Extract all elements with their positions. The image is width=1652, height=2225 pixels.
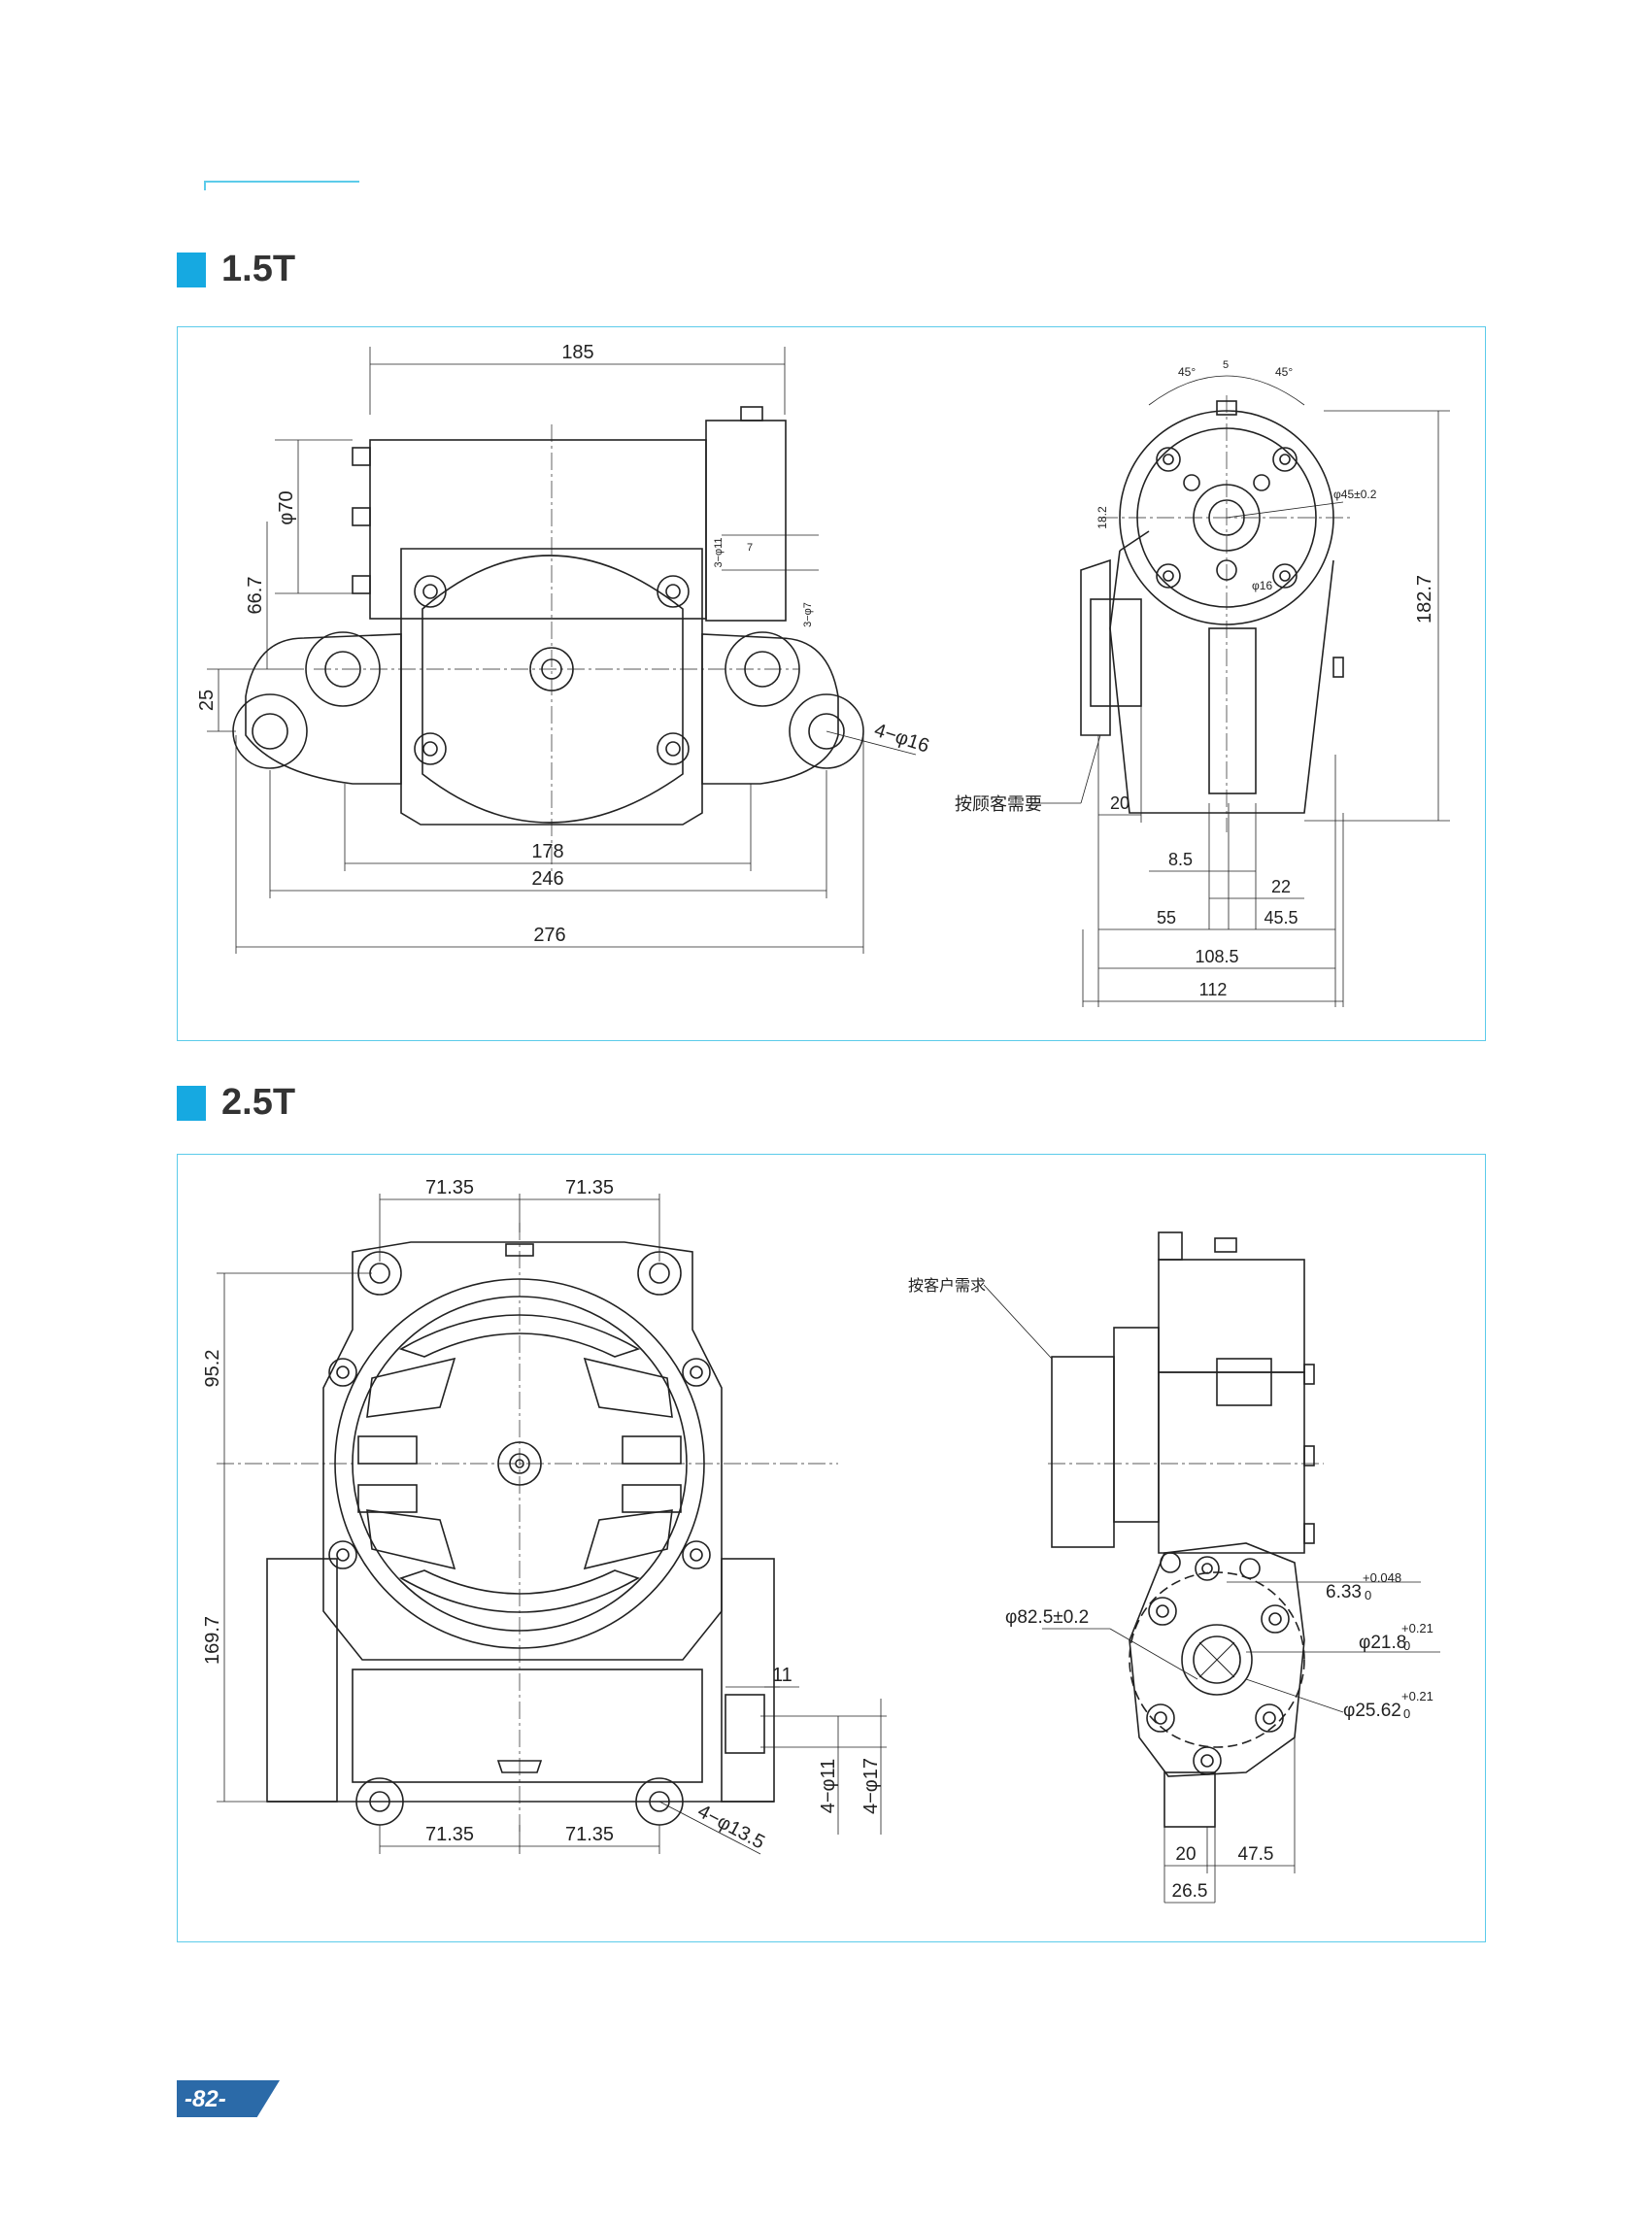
dim-246: 246 — [531, 868, 563, 890]
dim-top-71-35-a: 71.35 — [425, 1177, 474, 1198]
dim-66-7: 66.7 — [245, 577, 266, 615]
dim-angle-45-b: 45° — [1275, 365, 1293, 379]
drawing-1t5: 185 φ70 66.7 — [196, 342, 1450, 1007]
dim-phi21-8: φ21.8 — [1359, 1633, 1406, 1653]
dim-178: 178 — [531, 841, 563, 862]
dim-26-5: 26.5 — [1172, 1881, 1208, 1902]
drawing-panel-1: 185 φ70 66.7 — [177, 326, 1486, 1041]
side-view-2: 按客户需求 φ82.5±0.2 6.33 +0.048 0 φ21.8 +0.2… — [908, 1231, 1440, 1904]
section-heading-2: 2.5T — [177, 1082, 295, 1124]
dim-bottom-71-35-b: 71.35 — [565, 1824, 614, 1845]
dim-169-7: 169.7 — [202, 1616, 223, 1665]
dim-4-phi11: 4−φ11 — [818, 1759, 839, 1814]
dim-side-20: 20 — [1110, 793, 1129, 813]
header-rule-tick — [204, 181, 206, 190]
page-number-badge: -82- — [177, 2080, 280, 2117]
dim-25: 25 — [196, 690, 218, 711]
dim-3-phi11: 3−φ11 — [713, 537, 725, 567]
dim-182-7: 182.7 — [1414, 575, 1435, 624]
drawing-panel-2: 71.35 71.35 — [177, 1154, 1486, 1942]
dim-4-phi13-5: 4−φ13.5 — [694, 1801, 768, 1853]
dim-47-5: 47.5 — [1238, 1844, 1274, 1865]
dim-side-20-b: 20 — [1175, 1844, 1196, 1865]
front-view-2: 71.35 71.35 — [202, 1177, 887, 1855]
dim-bottom-71-35-a: 71.35 — [425, 1824, 474, 1845]
dim-108-5: 108.5 — [1195, 947, 1238, 966]
note-by-customer-2: 按客户需求 — [908, 1277, 986, 1295]
dim-4-phi17: 4−φ17 — [860, 1758, 882, 1814]
page-number: -82- — [185, 2086, 226, 2112]
section-heading-1: 1.5T — [177, 249, 295, 290]
dim-phi25-62: φ25.62 — [1343, 1701, 1401, 1721]
front-view-1: 185 φ70 66.7 — [196, 342, 931, 954]
dim-22: 22 — [1271, 877, 1291, 896]
header-rule — [204, 181, 359, 183]
drawing-2t5: 71.35 71.35 — [202, 1177, 1440, 1904]
dim-11: 11 — [772, 1665, 792, 1686]
dim-phi70: φ70 — [276, 490, 297, 524]
dim-276: 276 — [533, 925, 565, 946]
dim-phi45: φ45±0.2 — [1333, 488, 1377, 501]
section-marker-2 — [177, 1085, 206, 1121]
dim-phi25-62-lower-tol: 0 — [1403, 1706, 1410, 1721]
dim-top-71-35-b: 71.35 — [565, 1177, 614, 1198]
dim-6-33-upper-tol: +0.048 — [1363, 1570, 1401, 1585]
dim-angle-45-a: 45° — [1178, 365, 1196, 379]
dim-phi21-8-upper-tol: +0.21 — [1401, 1621, 1433, 1635]
section-title-1: 1.5T — [221, 249, 296, 289]
dim-phi82-5: φ82.5±0.2 — [1005, 1607, 1089, 1628]
dim-185: 185 — [561, 342, 593, 363]
dim-8-5: 8.5 — [1168, 850, 1193, 869]
dim-key-5: 5 — [1223, 359, 1229, 371]
dim-6-33-lower-tol: 0 — [1365, 1588, 1371, 1602]
side-view-1: 45° 45° 5 φ45±0.2 φ16 18.2 182.7 按顾客需要 2… — [955, 359, 1450, 1007]
section-title-2: 2.5T — [221, 1082, 296, 1123]
dim-45-5: 45.5 — [1264, 908, 1298, 927]
dim-4-phi16: 4−φ16 — [871, 720, 931, 758]
dim-112: 112 — [1199, 980, 1228, 999]
dim-phi21-8-lower-tol: 0 — [1403, 1638, 1410, 1653]
dim-95-2: 95.2 — [202, 1350, 223, 1388]
dim-6-33: 6.33 — [1326, 1582, 1362, 1602]
note-by-customer-1: 按顾客需要 — [955, 794, 1042, 814]
dim-18-2: 18.2 — [1096, 506, 1109, 529]
dim-phi25-62-upper-tol: +0.21 — [1401, 1689, 1433, 1703]
dim-7: 7 — [747, 542, 753, 554]
dim-3-phi7: 3−φ7 — [802, 602, 814, 627]
dim-55: 55 — [1157, 908, 1176, 927]
dim-phi16-side: φ16 — [1252, 579, 1272, 592]
section-marker-1 — [177, 252, 206, 287]
